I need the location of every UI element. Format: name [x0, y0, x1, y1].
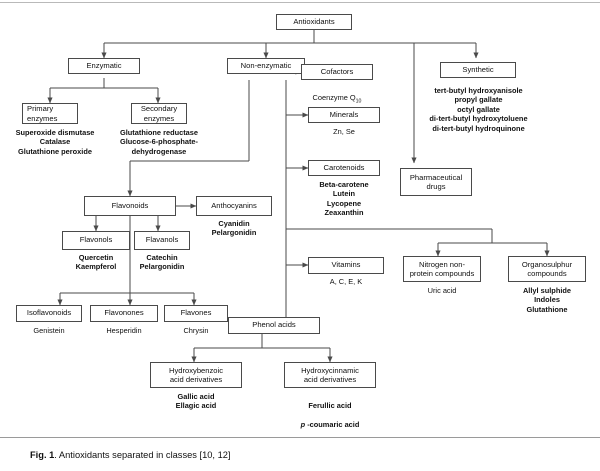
examples-minerals: Zn, Se — [333, 127, 355, 136]
connector-layer — [47, 30, 550, 363]
examples-hydroxybenzoic: Gallic acid Ellagic acid — [175, 392, 217, 411]
examples-flavanols: Catechin Pelargonidin — [139, 253, 185, 272]
coumaric-p-italic: p — [300, 420, 306, 430]
examples-cofactors: Coenzyme Q10 — [301, 84, 373, 105]
examples-hydroxycinnamic-line1: Ferullic acid — [308, 401, 352, 411]
node-anthocyanins[interactable]: Anthocyanins — [196, 196, 272, 216]
node-antioxidants[interactable]: Antioxidants — [276, 14, 352, 30]
figure-caption: Fig. 1. Antioxidants separated in classe… — [0, 437, 600, 471]
examples-hydroxycinnamic: Ferullic acid p -coumaric acid — [284, 392, 376, 439]
examples-flavonones: Hesperidin — [106, 326, 142, 335]
node-flavonoids[interactable]: Flavonoids — [84, 196, 176, 216]
examples-hydroxycinnamic-line2: p -coumaric acid — [284, 420, 376, 429]
antioxidant-flowchart: Antioxidants Enzymatic Non-enzymatic Cof… — [15, 14, 586, 439]
node-enzymatic[interactable]: Enzymatic — [68, 58, 140, 74]
node-synthetic[interactable]: Synthetic — [440, 62, 516, 78]
caption-text-block: Fig. 1. Antioxidants separated in classe… — [30, 450, 231, 460]
node-minerals[interactable]: Minerals — [308, 107, 380, 123]
node-cofactors[interactable]: Cofactors — [301, 64, 373, 80]
node-organosulphur-compounds[interactable]: Organosulphur compounds — [508, 256, 586, 282]
page-top-rule — [0, 2, 600, 3]
examples-nitrogen-non-protein-compounds: Uric acid — [427, 286, 457, 295]
examples-anthocyanins: Cyanidin Pelargonidin — [211, 219, 257, 238]
node-phenol-acids[interactable]: Phenol acids — [228, 317, 320, 334]
examples-primary-enzymes: Superoxide dismutase Catalase Glutathion… — [15, 128, 95, 156]
examples-flavones: Chrysin — [183, 326, 209, 335]
examples-organosulphur-compounds: Allyl sulphide Indoles Glutathione — [522, 286, 572, 314]
cofactors-coenzyme-label: Coenzyme Q — [312, 93, 356, 103]
node-isoflavonoids[interactable]: Isoflavonoids — [16, 305, 82, 322]
examples-carotenoids: Beta-carotene Lutein Lycopene Zeaxanthin — [319, 180, 369, 218]
examples-vitamins: A, C, E, K — [329, 277, 363, 286]
node-carotenoids[interactable]: Carotenoids — [308, 160, 380, 176]
examples-secondary-enzymes: Glutathione reductase Glucose-6-phosphat… — [119, 128, 199, 156]
node-flavanols[interactable]: Flavanols — [134, 231, 190, 250]
coumaric-rest: -coumaric acid — [305, 420, 360, 430]
node-flavonols[interactable]: Flavonols — [62, 231, 130, 250]
node-hydroxycinnamic-acid-derivatives[interactable]: Hydroxycinnamic acid derivatives — [284, 362, 376, 388]
caption-body: . Antioxidants separated in classes [10,… — [54, 450, 231, 460]
cofactors-coenzyme-subscript: 10 — [355, 98, 362, 105]
node-secondary-enzymes[interactable]: Secondary enzymes — [131, 103, 187, 124]
node-primary-enzymes[interactable]: Primary enzymes — [22, 103, 78, 124]
node-pharmaceutical-drugs[interactable]: Pharmaceutical drugs — [400, 168, 472, 196]
examples-flavonols: Quercetin Kaempferol — [75, 253, 117, 272]
node-flavonones[interactable]: Flavonones — [90, 305, 158, 322]
examples-synthetic: tert-butyl hydroxyanisole propyl gallate… — [429, 86, 528, 133]
node-flavones[interactable]: Flavones — [164, 305, 228, 322]
examples-isoflavonoids: Genistein — [33, 326, 65, 335]
node-vitamins[interactable]: Vitamins — [308, 257, 384, 274]
node-nitrogen-non-protein-compounds[interactable]: Nitrogen non- protein compounds — [403, 256, 481, 282]
node-non-enzymatic[interactable]: Non-enzymatic — [227, 58, 305, 74]
node-hydroxybenzoic-acid-derivatives[interactable]: Hydroxybenzoic acid derivatives — [150, 362, 242, 388]
caption-label: Fig. 1 — [30, 450, 55, 460]
